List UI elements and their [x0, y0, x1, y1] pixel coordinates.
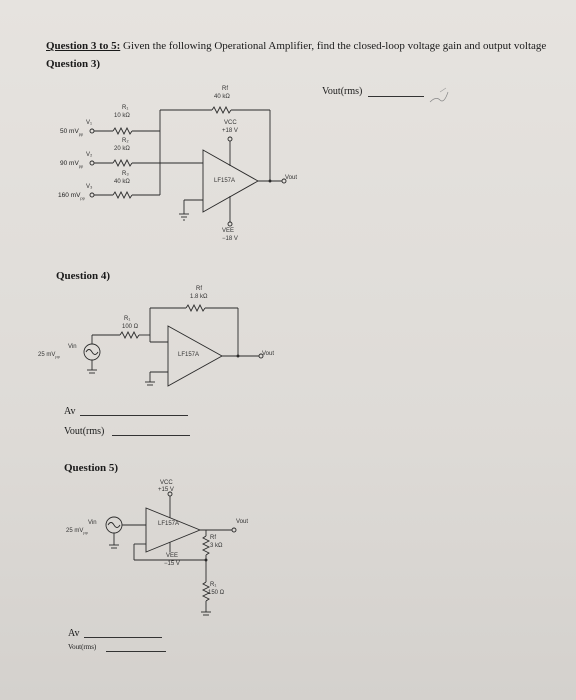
q5-vcc-label: VCC — [160, 480, 173, 486]
q5-rf-value: 3 kΩ — [210, 543, 223, 549]
q3-vout-node: Vout — [285, 175, 298, 181]
q3-vcc-value: +18 V — [222, 128, 238, 134]
q3-v2-value: 90 mVpp — [60, 160, 84, 169]
q3-v1-terminal — [89, 128, 95, 134]
q3-v2-label: V₂ — [86, 152, 93, 158]
q3-rf-resistor — [211, 105, 232, 115]
q3-rf-value: 40 kΩ — [214, 94, 230, 100]
q5-opamp-symbol — [145, 507, 202, 553]
q3-r3-value: 40 kΩ — [114, 179, 130, 185]
q5-vout-rms-label: Vout(rms) — [68, 643, 97, 651]
q5-title: Question 5) — [64, 462, 119, 474]
q4-rf-label: Rf — [196, 286, 202, 292]
q3-r3-label: R₃ — [122, 171, 129, 177]
q3-v3-label: V₃ — [86, 184, 93, 190]
q3-v1-value: 50 mVpp — [60, 128, 84, 137]
q3-v3-value: 160 mVpp — [58, 192, 85, 201]
q4-circuit — [83, 303, 264, 387]
q3-rf-label: Rf — [222, 86, 228, 92]
q5-opamp-label: LF157A — [158, 521, 180, 527]
q3-v1-label: V₁ — [86, 120, 93, 126]
q3-r3-resistor — [112, 190, 133, 200]
q4-vin-value: 25 mVpp — [38, 352, 60, 360]
q4-vout-rms-label: Vout(rms) — [64, 426, 105, 437]
q3-vcc-label: VCC — [224, 120, 237, 126]
q5-r1-value: 150 Ω — [208, 590, 225, 596]
q3-r1-label: R₁ — [122, 105, 129, 111]
q4-opamp-symbol — [167, 325, 223, 387]
q3-r2-label: R₂ — [122, 138, 129, 144]
q4-vout-answer-line — [112, 435, 190, 436]
q3-opamp-symbol — [202, 149, 259, 213]
q3-r1-value: 10 kΩ — [114, 113, 130, 119]
question-range: Question 3 to 5: — [46, 40, 121, 52]
q3-vout-answer-line — [368, 96, 424, 97]
q3-vee-label: VEE — [222, 228, 235, 234]
q3-vee-value: −18 V — [222, 236, 238, 242]
q5-vin-label: Vin — [88, 520, 97, 526]
q3-v2-terminal — [89, 160, 95, 166]
q3-r2-resistor — [112, 158, 133, 168]
q3-title: Question 3) — [46, 58, 101, 70]
q4-av-answer-line — [80, 415, 188, 416]
q5-vout-answer-line — [106, 651, 166, 652]
q4-title: Question 4) — [56, 270, 111, 282]
q4-r1-value: 100 Ω — [122, 324, 139, 330]
q5-av-label: Av — [68, 628, 80, 639]
q4-r1-label: R₁ — [124, 316, 131, 322]
q5-vcc-value: +15 V — [158, 487, 174, 493]
q5-r1-resistor — [201, 581, 211, 602]
question-header: Question 3 to 5: Given the following Ope… — [46, 40, 546, 52]
q3-r1-resistor — [112, 126, 133, 136]
q5-vin-value: 25 mVpp — [66, 528, 88, 536]
q5-rf-label: Rf — [210, 535, 216, 541]
q3-v3-terminal — [89, 192, 95, 198]
q3-vout-label: Vout(rms) — [322, 86, 363, 97]
q5-circuit — [105, 491, 237, 616]
pencil-mark — [429, 91, 449, 103]
q3-circuit — [89, 105, 287, 227]
q4-vin-label: Vin — [68, 344, 77, 350]
q3-r2-value: 20 kΩ — [114, 146, 130, 152]
q4-rf-value: 1.8 kΩ — [190, 294, 208, 300]
q5-rf-resistor — [201, 535, 211, 556]
q4-rf-resistor — [185, 303, 206, 313]
q5-av-answer-line — [84, 637, 162, 638]
instruction-text: Given the following Operational Amplifie… — [120, 40, 547, 52]
q5-vout-node: Vout — [236, 519, 249, 525]
q5-vee-value: −15 V — [164, 561, 180, 567]
q4-av-label: Av — [64, 406, 76, 417]
q4-vout-node: Vout — [262, 351, 275, 357]
q4-opamp-label: LF157A — [178, 352, 200, 358]
q4-r1-resistor — [119, 330, 140, 340]
q5-vee-label: VEE — [166, 553, 179, 559]
q3-opamp-label: LF157A — [214, 178, 236, 184]
q5-r1-label: R₁ — [210, 582, 217, 588]
